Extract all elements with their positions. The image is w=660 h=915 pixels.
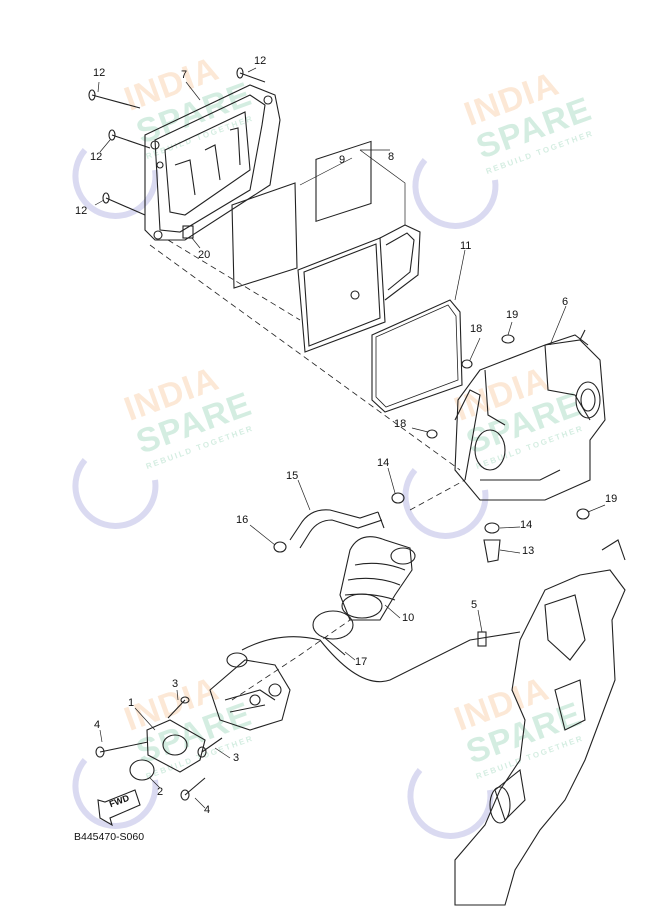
air-cleaner-case [454, 329, 606, 501]
breather-hose [289, 509, 385, 549]
fwd-arrow-icon [97, 789, 141, 827]
callout-12: 12 [93, 67, 106, 79]
wrench-icon [72, 148, 499, 839]
callout-4: 4 [94, 719, 101, 731]
callout-7: 7 [181, 69, 188, 81]
callout-3: 3 [172, 678, 179, 690]
callout-16: 16 [236, 514, 249, 526]
callout-19: 19 [506, 309, 519, 321]
callout-18: 18 [470, 323, 483, 335]
callout-18: 18 [394, 418, 407, 430]
leader-line [94, 67, 606, 809]
callout-2: 2 [157, 786, 164, 798]
callout-12: 12 [254, 55, 267, 67]
bolt [95, 696, 223, 801]
callout-13: 13 [522, 545, 535, 557]
frame [454, 539, 626, 906]
grommet [426, 334, 590, 520]
gasket-inner [375, 304, 459, 408]
callout-8: 8 [388, 151, 395, 163]
callout-11: 11 [460, 240, 472, 252]
carburetor-joint [146, 719, 206, 773]
clamp-band [312, 610, 354, 656]
screw [88, 67, 266, 216]
callout-14: 14 [520, 519, 533, 531]
hose [241, 631, 521, 683]
callout-6: 6 [562, 296, 569, 308]
carburetor [209, 652, 291, 731]
assembly-line [149, 239, 466, 701]
drain-plug [483, 539, 501, 563]
intake-joint [339, 536, 416, 621]
o-ring [129, 759, 155, 781]
callout-10: 10 [402, 612, 415, 624]
filter-sheet [231, 182, 298, 289]
callout-3: 3 [233, 752, 240, 764]
callout-12: 12 [90, 151, 103, 163]
callout-14: 14 [377, 457, 390, 469]
callout-15: 15 [286, 470, 299, 482]
air-cleaner-cover [144, 84, 281, 241]
callout-5: 5 [471, 599, 478, 611]
gasket [371, 299, 463, 413]
callout-1: 1 [128, 697, 135, 709]
air-filter-element [297, 140, 421, 353]
callout-19: 19 [605, 493, 618, 505]
callout-20: 20 [198, 249, 211, 261]
callout-17: 17 [355, 656, 368, 668]
callout-4: 4 [204, 804, 211, 816]
callout-12: 12 [75, 205, 88, 217]
callout-9: 9 [339, 154, 346, 166]
diagram-code: B445470-S060 [74, 831, 145, 843]
hose-clamp [273, 492, 500, 553]
